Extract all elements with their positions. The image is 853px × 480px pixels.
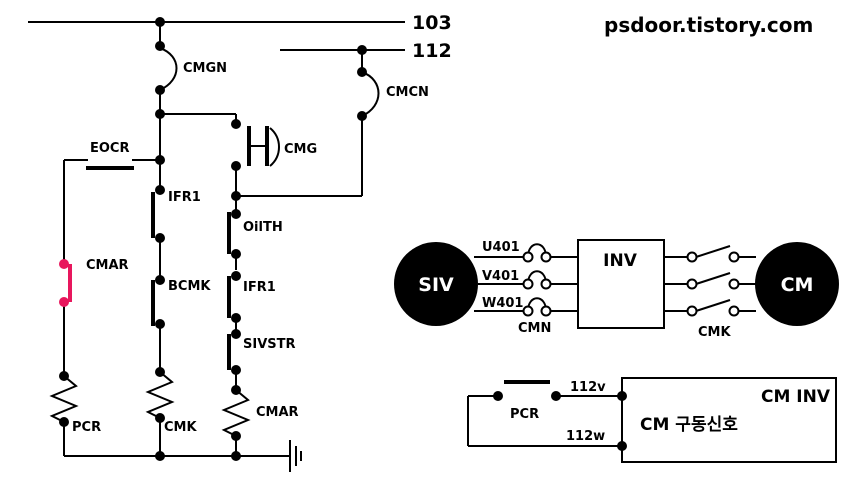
ifr1-a-label: IFR1 <box>168 190 201 205</box>
siv-source <box>394 242 478 326</box>
inv-label: INV <box>603 251 638 271</box>
inverter-circuit: SIV U401 V401 W401 CMN INV <box>394 239 839 340</box>
cmgn-label: CMGN <box>183 61 227 76</box>
bus-lines: 103 112 <box>28 12 452 62</box>
cmk-coil-label: CMK <box>164 420 197 435</box>
cmar-coil-label: CMAR <box>256 405 299 420</box>
cmg-label: CMG <box>284 142 317 157</box>
pcr-coil-label: PCR <box>72 420 101 435</box>
u401-label: U401 <box>482 240 520 255</box>
cmk-label: CMK <box>698 325 731 340</box>
junction-dots <box>59 17 367 461</box>
oilth-label: OilTH <box>243 220 283 235</box>
siv-label: SIV <box>418 274 454 296</box>
cm-signal-label: CM 구동신호 <box>640 415 738 435</box>
watermark: psdoor.tistory.com <box>604 13 813 37</box>
cmcn-label: CMCN <box>386 85 429 100</box>
cmar-contact-label: CMAR <box>86 258 129 273</box>
bcmk-label: BCMK <box>168 279 211 294</box>
control-circuit: CM INV CM 구동신호 PCR 112v 112w <box>467 377 837 463</box>
wire-112w-label: 112w <box>566 429 605 444</box>
cmn-label: CMN <box>518 321 551 336</box>
pcr-contact-label: PCR <box>510 407 539 422</box>
eocr-label: EOCR <box>90 141 129 156</box>
cm-inv-title: CM INV <box>761 387 831 407</box>
v401-label: V401 <box>482 269 519 284</box>
relay-circuit: CMGN CMG CMCN EOCR IFR1 BCMK <box>49 17 429 472</box>
cmn-fuses <box>474 243 578 317</box>
cm-label: CM <box>781 274 814 296</box>
cm-motor <box>755 242 839 326</box>
sivstr-label: SIVSTR <box>243 337 296 352</box>
wire-112v-label: 112v <box>570 380 606 395</box>
ifr1-b-label: IFR1 <box>243 280 276 295</box>
cm-inv-block <box>621 377 837 463</box>
cmk-contacts <box>664 245 756 317</box>
bus-103-label: 103 <box>412 12 452 34</box>
w401-label: W401 <box>482 296 523 311</box>
bus-112-label: 112 <box>412 40 452 62</box>
